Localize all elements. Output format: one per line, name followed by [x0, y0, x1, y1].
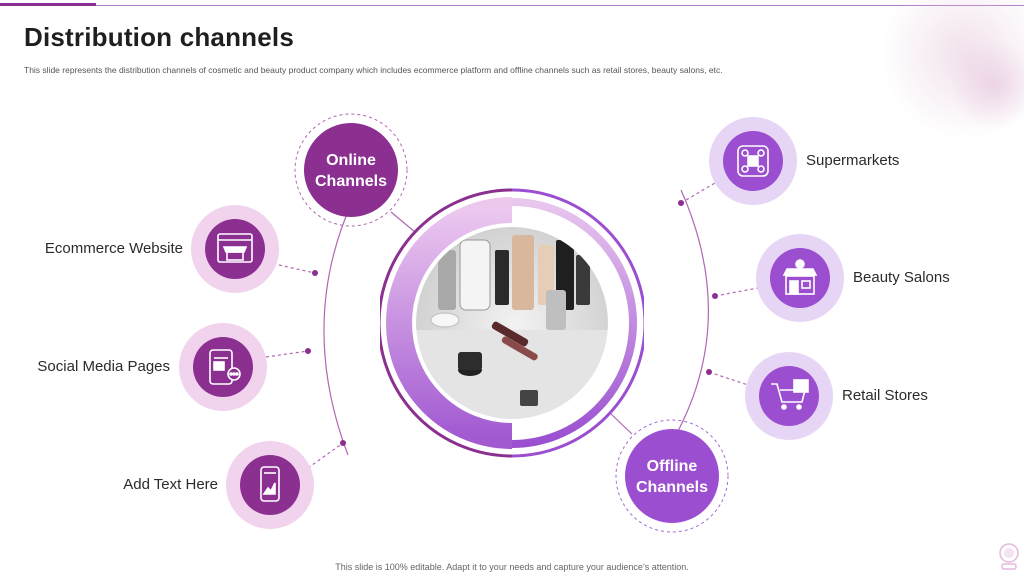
beauty-salon-icon — [782, 259, 818, 295]
center-ring — [380, 188, 644, 458]
add-text-here-label: Add Text Here — [123, 476, 218, 493]
page-footer: This slide is 100% editable. Adapt it to… — [335, 562, 689, 572]
channel-node-retail-stores — [745, 352, 833, 440]
offline-channels-label: Offline Channels — [635, 458, 708, 496]
retail-stores-label: Retail Stores — [842, 387, 928, 404]
right-connector-arc — [671, 189, 710, 443]
offline-hub-connector — [610, 413, 633, 435]
offline-channels-hub — [615, 419, 729, 533]
web-store-icon — [217, 233, 253, 263]
online-channels-label: Online Channels — [314, 152, 387, 190]
page-title: Distribution channels — [24, 22, 295, 52]
shopping-cart-icon — [771, 379, 809, 410]
left-connector-arc — [323, 201, 353, 456]
social-media-icon — [209, 349, 241, 385]
top-divider — [0, 5, 1024, 6]
top-accent-bar — [0, 3, 96, 6]
ecommerce-website-label: Ecommerce Website — [44, 240, 183, 257]
compact-mirror-icon — [999, 543, 1019, 570]
supermarkets-label: Supermarkets — [806, 152, 900, 169]
online-channels-hub — [294, 113, 408, 227]
channel-node-beauty-salons — [756, 234, 844, 322]
online-hub-connector — [390, 211, 416, 233]
social-media-pages-label: Social Media Pages — [37, 358, 170, 375]
beauty-salons-label: Beauty Salons — [853, 269, 950, 286]
supermarket-icon — [737, 145, 769, 177]
channel-node-add-text — [226, 441, 314, 529]
smartphone-icon — [260, 466, 280, 502]
page-subtitle: This slide represents the distribution c… — [24, 65, 723, 75]
